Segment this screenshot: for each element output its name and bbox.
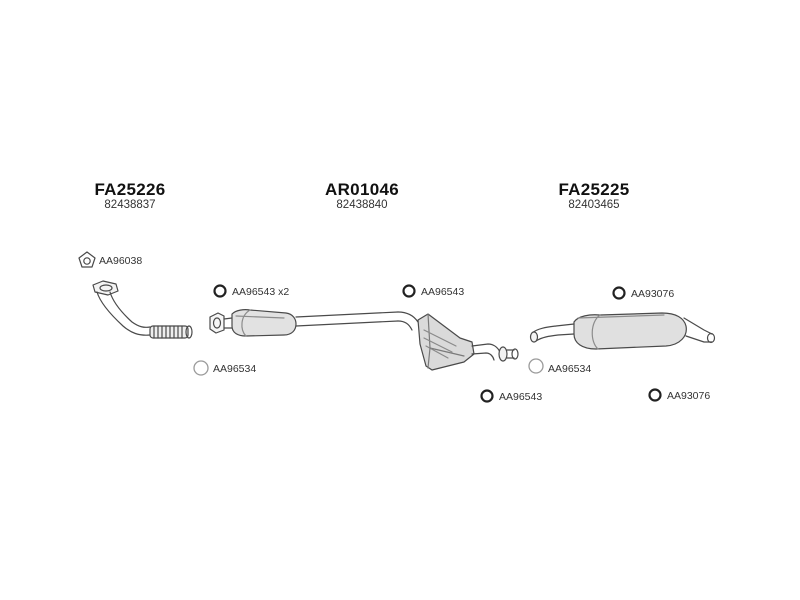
fitting-label-front-ring: AA96534	[213, 363, 257, 375]
rubber-mount-icon	[612, 286, 626, 300]
rubber-mount-icon	[480, 389, 494, 403]
rear-silencer-illustration	[529, 312, 716, 350]
fitting-label-center-rubber-front: AA96543 x2	[232, 286, 290, 298]
part-heading-front-pipe: FA25226 82438837	[60, 181, 200, 212]
part-oe-number: 82403465	[568, 199, 620, 211]
rubber-mount-icon	[213, 284, 227, 298]
fitting-label-rear-rubber-lower: AA96543	[499, 391, 543, 403]
fitting-label-rear-mount-lower: AA93076	[667, 390, 711, 402]
fitting-label-front-gasket: AA96038	[99, 255, 143, 267]
ring-icon	[528, 358, 544, 374]
part-oe-number: 82438837	[104, 199, 156, 211]
fitting-label-center-rubber-rear: AA96543	[421, 286, 465, 298]
part-code: AR01046	[325, 180, 399, 199]
part-heading-rear-silencer: FA25225 82403465	[524, 181, 664, 212]
fitting-label-rear-mount-upper: AA93076	[631, 288, 675, 300]
front-pipe-illustration	[92, 280, 193, 339]
rubber-mount-icon	[402, 284, 416, 298]
center-silencer-illustration	[209, 309, 519, 371]
rubber-mount-icon	[648, 388, 662, 402]
part-code: FA25225	[558, 180, 630, 199]
part-oe-number: 82438840	[336, 199, 388, 211]
ring-icon	[193, 360, 209, 376]
fitting-label-rear-ring: AA96534	[548, 363, 592, 375]
part-heading-center-silencer: AR01046 82438840	[292, 181, 432, 212]
gasket-icon	[78, 251, 96, 268]
part-code: FA25226	[94, 180, 166, 199]
